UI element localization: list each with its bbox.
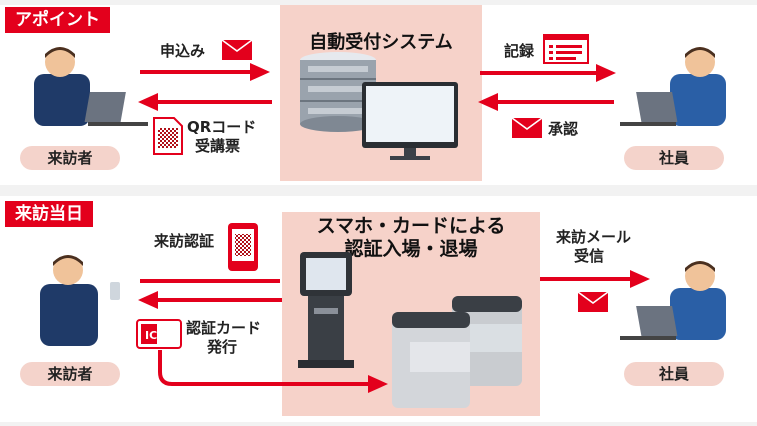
qr-label-line1: QRコード xyxy=(187,118,257,136)
mail-label-line1: 来訪メール xyxy=(556,228,632,246)
to-gate-arrow xyxy=(158,350,388,393)
card-label-line2: 発行 xyxy=(207,338,238,356)
apply-arrow xyxy=(140,63,270,81)
monitor-icon xyxy=(362,82,458,160)
smartphone-qr-icon xyxy=(228,223,258,271)
visitor-label-visit-day: 来訪者 xyxy=(20,362,120,386)
person-laptop-icon xyxy=(34,47,148,126)
record-arrow xyxy=(480,64,616,82)
mail-icon xyxy=(221,39,253,61)
person-laptop-icon xyxy=(620,261,726,340)
mail-icon xyxy=(511,117,543,139)
employee-label-appointment: 社員 xyxy=(624,146,724,170)
visit-day-title-line1: スマホ・カードによる xyxy=(316,215,506,237)
gate-icon xyxy=(392,312,470,408)
employee-label-visit-day: 社員 xyxy=(624,362,724,386)
approve-arrow xyxy=(478,93,614,111)
card-issue-arrow xyxy=(138,291,282,309)
document-icon xyxy=(543,34,589,64)
apply-label: 申込み xyxy=(160,42,206,60)
to-employee-arrow xyxy=(540,270,650,288)
return-arrow-left xyxy=(138,93,272,111)
qr-label-line2: 受講票 xyxy=(195,137,241,155)
appointment-tag: アポイント xyxy=(5,7,110,33)
mail-icon xyxy=(577,291,609,313)
auth-label: 来訪認証 xyxy=(154,232,215,250)
auth-arrow-line xyxy=(140,279,280,283)
approve-label: 承認 xyxy=(548,120,579,138)
visitor-label-appointment: 来訪者 xyxy=(20,146,120,170)
person-phone-icon xyxy=(40,255,120,346)
person-laptop-icon xyxy=(620,47,726,126)
system-title: 自動受付システム xyxy=(309,32,453,53)
kiosk-icon xyxy=(298,252,354,368)
mail-label-line2: 受信 xyxy=(574,247,605,265)
ic-card-icon xyxy=(136,319,182,349)
record-label: 記録 xyxy=(504,42,535,60)
visit-day-tag: 来訪当日 xyxy=(5,201,93,227)
ic-label: IC xyxy=(145,329,157,342)
qr-code-icon xyxy=(153,117,183,155)
visit-day-title-line2: 認証入場・退場 xyxy=(344,238,478,260)
card-label-line1: 認証カード xyxy=(186,319,262,337)
